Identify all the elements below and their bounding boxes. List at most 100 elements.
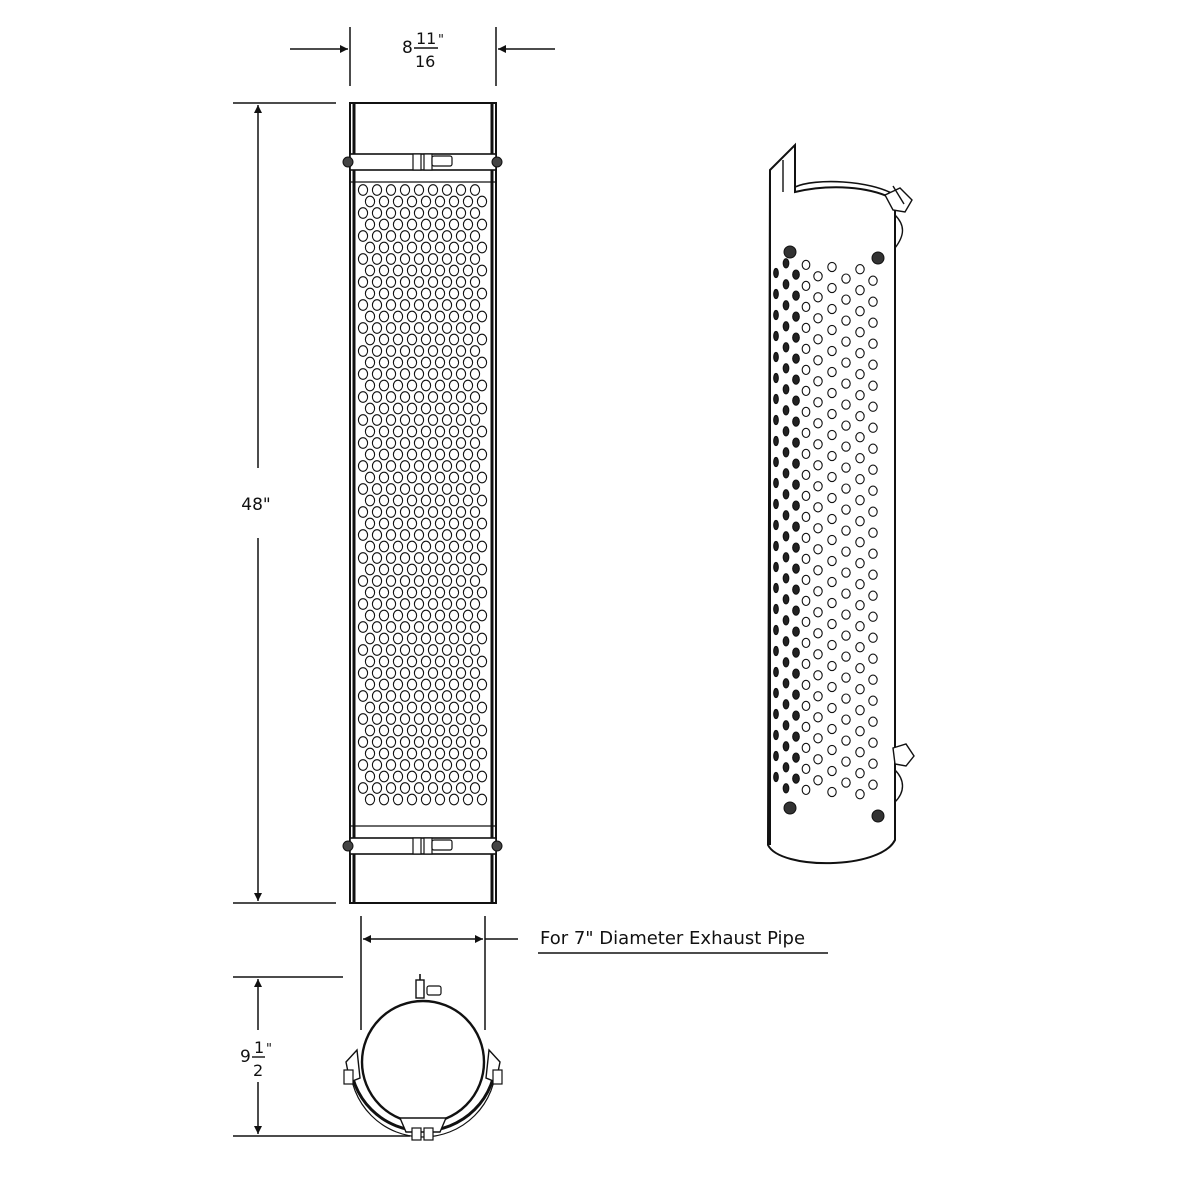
perforation-hole <box>469 736 481 748</box>
perforation-hole <box>392 793 404 806</box>
perforation-hole <box>399 253 411 265</box>
iso-perforation-hole <box>773 456 779 468</box>
iso-perforation-hole <box>855 726 865 737</box>
iso-perforation-hole <box>827 450 837 462</box>
perforation-hole <box>364 724 376 737</box>
perforation-hole <box>455 276 467 288</box>
perforation-hole <box>357 552 369 564</box>
perforation-hole <box>476 632 488 645</box>
perforation-hole <box>476 609 488 622</box>
iso-perforation-hole <box>827 555 837 567</box>
iso-perforation-hole <box>782 720 790 731</box>
iso-perforation-hole <box>855 789 865 800</box>
iso-perforation-hole <box>813 586 823 597</box>
perforation-hole <box>378 402 390 415</box>
iso-perforation-hole <box>868 674 878 685</box>
iso-perforation-hole <box>792 290 800 301</box>
perforation-hole <box>378 471 390 484</box>
iso-perforation-hole <box>782 636 790 647</box>
perforation-hole <box>399 391 411 403</box>
perforation-hole <box>364 586 376 599</box>
perforation-hole <box>455 345 467 357</box>
svg-text:8: 8 <box>402 38 413 58</box>
iso-perforation-hole <box>801 364 811 376</box>
perforation-hole <box>448 379 460 392</box>
iso-perforation-hole <box>782 741 790 752</box>
iso-perforation-hole <box>868 716 878 727</box>
perforation-hole <box>455 322 467 334</box>
perforation-hole <box>434 517 446 530</box>
perforation-hole <box>441 483 453 495</box>
perforation-hole <box>476 287 488 300</box>
iso-perforation-hole <box>868 632 878 643</box>
perforation-hole <box>357 483 369 495</box>
iso-perforation-hole <box>773 624 779 636</box>
iso-perforation-hole <box>841 714 851 725</box>
iso-perforation-hole <box>813 628 823 639</box>
perforation-hole <box>462 678 474 691</box>
perforation-hole <box>462 310 474 323</box>
perforation-hole <box>413 322 425 334</box>
top-view-right-mount <box>485 1048 503 1085</box>
perforation-hole <box>462 540 474 553</box>
iso-perforation-hole <box>827 597 837 609</box>
perforation-hole <box>476 425 488 438</box>
iso-perforation-hole <box>813 292 823 303</box>
perforation-hole <box>371 713 383 725</box>
perforation-hole <box>392 655 404 668</box>
perforation-hole <box>371 690 383 702</box>
iso-perforation-hole <box>782 510 790 521</box>
perforation-hole <box>434 655 446 668</box>
perforation-hole <box>371 322 383 334</box>
perforation-hole <box>364 333 376 346</box>
perforation-hole <box>378 310 390 323</box>
perforation-hole <box>455 736 467 748</box>
perforation-hole <box>420 563 432 576</box>
perforation-hole <box>427 276 439 288</box>
perforation-hole <box>385 345 397 357</box>
perforation-hole <box>364 241 376 254</box>
perforation-hole <box>469 575 481 587</box>
perforation-hole <box>385 759 397 771</box>
perforation-hole <box>441 759 453 771</box>
top-view-left-mount <box>343 1048 361 1085</box>
perforation-hole <box>357 690 369 702</box>
perforation-hole <box>462 241 474 254</box>
perforation-hole <box>455 713 467 725</box>
iso-perforation-hole <box>813 754 823 765</box>
iso-perforation-hole <box>841 693 851 704</box>
iso-perforation-hole <box>773 435 779 447</box>
perforation-hole <box>357 414 369 426</box>
perforation-hole <box>385 368 397 380</box>
perforation-hole <box>469 713 481 725</box>
perforation-hole <box>392 379 404 392</box>
perforation-hole <box>413 529 425 541</box>
iso-perforation-hole <box>801 574 811 586</box>
iso-perforation-hole <box>813 691 823 702</box>
perforation-hole <box>476 701 488 714</box>
perforation-hole <box>434 632 446 645</box>
iso-perforation-hole <box>855 642 865 653</box>
perforation-hole <box>462 218 474 231</box>
perforation-hole <box>413 598 425 610</box>
perforation-hole <box>448 632 460 645</box>
perforation-hole <box>427 460 439 472</box>
perforation-hole <box>462 402 474 415</box>
perforation-hole <box>476 264 488 277</box>
iso-perforation-hole <box>827 576 837 588</box>
perforation-hole <box>399 552 411 564</box>
perforation-hole <box>427 230 439 242</box>
iso-perforation-hole <box>773 771 779 783</box>
perforation-hole <box>462 793 474 806</box>
iso-perforation-hole <box>827 366 837 378</box>
iso-perforation-hole <box>801 280 811 292</box>
perforation-hole <box>420 540 432 553</box>
perforation-hole <box>427 322 439 334</box>
perforation-hole <box>357 506 369 518</box>
perforation-hole <box>371 345 383 357</box>
iso-perforation-hole <box>801 763 811 775</box>
perforation-hole <box>371 506 383 518</box>
perforation-hole <box>427 644 439 656</box>
perforation-hole <box>469 207 481 219</box>
perforation-hole <box>371 230 383 242</box>
